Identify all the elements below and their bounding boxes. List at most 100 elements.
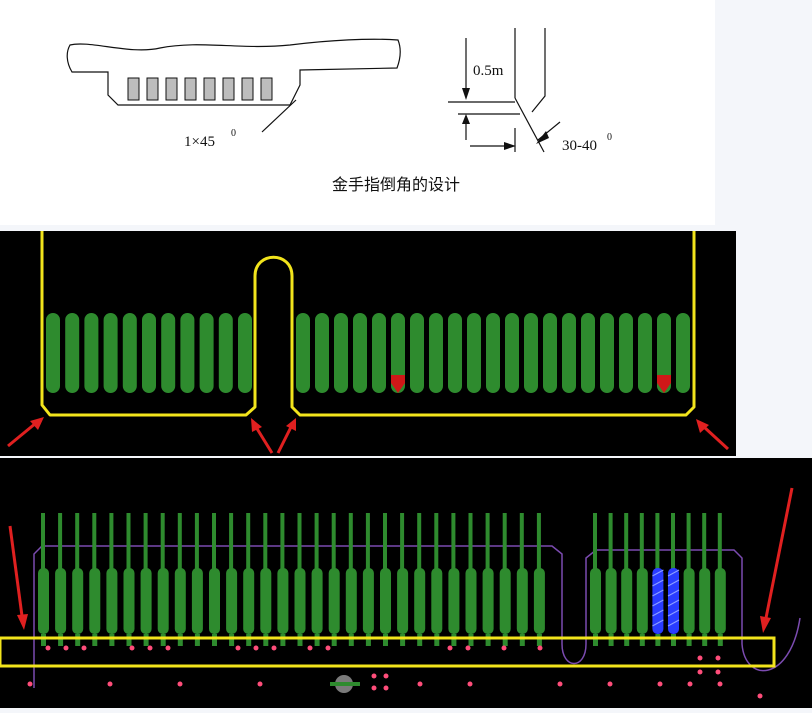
via-dot xyxy=(177,681,183,687)
via-dot xyxy=(235,645,241,651)
gold-finger xyxy=(296,313,310,393)
card-contact xyxy=(184,77,197,101)
gold-finger xyxy=(638,313,652,393)
layout-finger xyxy=(590,513,601,646)
via-dot xyxy=(307,645,313,651)
via-dot xyxy=(325,645,331,651)
card-contact xyxy=(146,77,159,101)
dim-arrow-head-down xyxy=(462,88,470,100)
card-contact xyxy=(165,77,178,101)
gold-finger xyxy=(391,313,405,393)
layout-finger xyxy=(345,513,357,646)
card-contact xyxy=(127,77,140,101)
arrow-left-corner xyxy=(7,417,44,448)
layout-finger xyxy=(448,513,460,646)
layout-finger xyxy=(55,513,67,646)
layout-finger xyxy=(482,513,494,646)
gold-finger xyxy=(46,313,60,393)
layout-finger xyxy=(652,513,664,646)
pcb-board-top xyxy=(7,231,730,454)
layout-finger xyxy=(72,513,84,646)
via-dot xyxy=(371,685,377,691)
gold-finger xyxy=(657,313,671,393)
gold-finger xyxy=(84,313,99,393)
layout-finger xyxy=(431,513,443,646)
via-dot xyxy=(537,645,543,651)
via-dot xyxy=(371,673,377,679)
layout-finger xyxy=(636,513,648,646)
pcb-gold-finger-panel xyxy=(0,231,736,456)
profile-chamfer-line xyxy=(514,97,545,153)
angle-superscript: 0 xyxy=(607,132,612,143)
gold-finger xyxy=(581,313,595,393)
via-dot xyxy=(257,681,263,687)
bevel-arrows xyxy=(8,487,794,633)
layout-finger xyxy=(621,513,633,646)
layout-finger xyxy=(174,513,186,646)
via-dot xyxy=(63,645,69,651)
gold-finger xyxy=(103,313,118,393)
via-dot xyxy=(715,655,721,661)
layout-finger xyxy=(191,513,203,646)
card-contact xyxy=(241,77,254,101)
angle-arrow-head xyxy=(536,131,549,144)
layout-finger xyxy=(380,513,391,646)
gold-finger-row xyxy=(46,313,690,393)
board-outline xyxy=(40,231,696,417)
via-dot xyxy=(467,681,473,687)
layout-finger xyxy=(516,513,528,646)
layout-finger xyxy=(89,513,101,646)
gold-finger xyxy=(199,313,214,393)
card-contact xyxy=(260,77,273,101)
layout-finger xyxy=(157,513,169,646)
gold-finger xyxy=(218,313,233,393)
via-dot xyxy=(383,685,389,691)
via-dot xyxy=(607,681,613,687)
via-dot xyxy=(697,669,703,675)
layout-finger xyxy=(277,513,289,646)
via-dot xyxy=(129,645,135,651)
via-dot xyxy=(417,681,423,687)
angle-label: 30-40 xyxy=(562,138,597,154)
gold-finger xyxy=(600,313,614,393)
layout-finger xyxy=(465,513,477,646)
card-contacts xyxy=(127,77,273,101)
layout-finger xyxy=(699,513,711,646)
via-dot xyxy=(757,693,763,699)
gold-finger xyxy=(619,313,633,393)
sketch-caption: 金手指倒角的设计 xyxy=(332,175,460,194)
bevel-leader-line xyxy=(261,99,297,133)
via-dot xyxy=(715,669,721,675)
gold-finger xyxy=(161,313,176,393)
gold-finger xyxy=(410,313,424,393)
gold-finger xyxy=(448,313,462,393)
layout-finger xyxy=(533,513,545,646)
gold-finger xyxy=(122,313,137,393)
gold-finger xyxy=(353,313,367,393)
chamfer-sketch-drawing: 1×45 0 0.5m 30-40 0 金手指倒角的设计 xyxy=(66,28,612,194)
edge-notch-outline xyxy=(741,617,801,672)
card-contact xyxy=(222,77,235,101)
via-dot xyxy=(81,645,87,651)
arrow-right-corner xyxy=(696,419,730,451)
layout-finger xyxy=(38,513,49,646)
gold-finger xyxy=(676,313,690,393)
left-connector-outline xyxy=(33,545,563,688)
dim-arrow-head-up xyxy=(462,114,470,124)
gold-finger xyxy=(334,313,348,393)
via-dot xyxy=(657,681,663,687)
arrow-right-edge xyxy=(760,487,794,633)
via-dot xyxy=(107,681,113,687)
layout-finger xyxy=(106,513,118,646)
gold-finger xyxy=(65,313,80,393)
pcb-layout-panel xyxy=(0,458,812,708)
via-dot xyxy=(253,645,259,651)
layout-finger xyxy=(362,513,374,646)
via-dot xyxy=(501,645,507,651)
dimension-label: 0.5m xyxy=(473,63,504,79)
layout-finger xyxy=(414,513,426,646)
gold-finger xyxy=(372,313,386,393)
layout-finger xyxy=(260,513,272,646)
chamfer-sketch-panel: 1×45 0 0.5m 30-40 0 金手指倒角的设计 xyxy=(0,0,715,225)
card-outline xyxy=(66,38,401,106)
